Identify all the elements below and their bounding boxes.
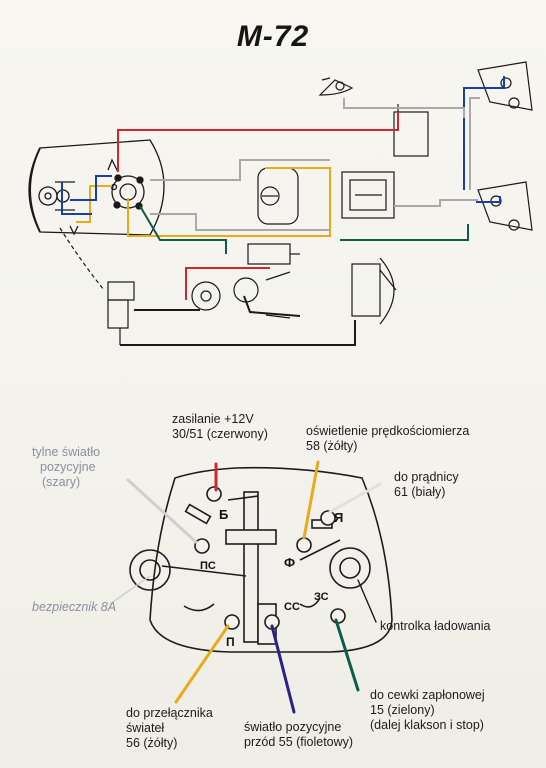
callout-speedo-line1: oświetlenie prędkościomierza [306, 424, 470, 438]
callout-coil-line1: do cewki zapłonowej [370, 688, 485, 702]
callout-supply-line2: 30/51 (czerwony) [172, 427, 268, 441]
terminal-block [129, 466, 393, 653]
callout-switch: do przełącznika świateł 56 (żółty) [126, 706, 213, 751]
terminal-label-zs: ЗС [314, 591, 329, 603]
terminal-label-f: Ф [284, 555, 295, 570]
callout-rear-light-line2: pozycyjne [40, 460, 96, 474]
screw-ya [320, 510, 336, 526]
horn [351, 257, 397, 325]
callout-supply-line1: zasilanie +12V [172, 412, 254, 426]
callout-generator-line2: 61 (biały) [394, 485, 446, 499]
callout-fuse: bezpiecznik 8A [32, 600, 116, 615]
terminal-screws [194, 486, 346, 630]
callout-front-position-line1: światło pozycyjne [244, 720, 342, 734]
screw-f [296, 537, 312, 553]
terminal-label-b: Б [219, 507, 228, 522]
callout-front-position: światło pozycyjne przód 55 (fioletowy) [244, 720, 353, 750]
voltage-regulator [341, 104, 429, 219]
callout-speedo: oświetlenie prędkościomierza 58 (żółty) [306, 424, 469, 454]
callout-lines [109, 460, 382, 714]
screw-zs [330, 608, 346, 624]
callout-coil-line2: 15 (zielony) [370, 703, 435, 717]
terminal-label-p: П [226, 635, 235, 649]
battery [107, 281, 135, 345]
callout-speedo-line2: 58 (żółty) [306, 439, 358, 453]
callout-front-position-line2: przód 55 (fioletowy) [244, 735, 354, 749]
callout-fuse-line1: bezpiecznik 8A [32, 600, 117, 614]
callout-rear-light-line3: (szary) [42, 475, 81, 489]
callout-supply: zasilanie +12V 30/51 (czerwony) [172, 412, 268, 442]
callout-rear-light-line1: tylne światło [32, 445, 101, 459]
callout-switch-line3: 56 (żółty) [126, 736, 178, 750]
terminal-label-ya: Я [334, 510, 343, 525]
callout-rear-light: tylne światło pozycyjne (szary) [32, 445, 100, 490]
callout-generator: do prądnicy 61 (biały) [394, 470, 459, 500]
callout-coil: do cewki zapłonowej 15 (zielony) (dalej … [370, 688, 485, 733]
wires [59, 76, 505, 346]
wiring-diagram [28, 61, 533, 346]
ignition-coil [247, 243, 300, 265]
callout-switch-line1: do przełącznika [126, 706, 213, 720]
screw-b [206, 486, 222, 502]
terminal-label-ps: ПС [200, 560, 216, 572]
page-title: M-72 [236, 20, 310, 53]
screw-ps [194, 538, 210, 554]
callout-generator-line1: do prądnicy [394, 470, 459, 484]
terminal-label-ss: СС [284, 601, 300, 613]
callout-charge-lamp: kontrolka ładowania [380, 619, 491, 634]
rear-lamp-top [318, 61, 533, 111]
callout-charge-lamp-line1: kontrolka ładowania [380, 619, 491, 633]
callout-switch-line2: świateł [126, 721, 165, 735]
callout-coil-line3: (dalej klakson i stop) [370, 718, 484, 732]
